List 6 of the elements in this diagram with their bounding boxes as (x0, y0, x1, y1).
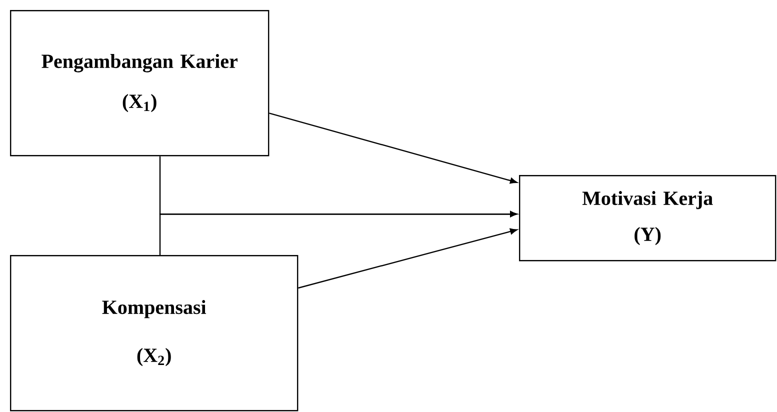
arrow (269, 112, 518, 184)
concept-box: Kompensasi (X$_{2}$) (10, 255, 298, 412)
concept-box: Motivasi Kerja (Y) (519, 175, 776, 262)
arrow (159, 211, 518, 255)
arrow (298, 228, 518, 289)
concept-box: Pengambangan Karier (X$_{1}$) (10, 10, 270, 156)
